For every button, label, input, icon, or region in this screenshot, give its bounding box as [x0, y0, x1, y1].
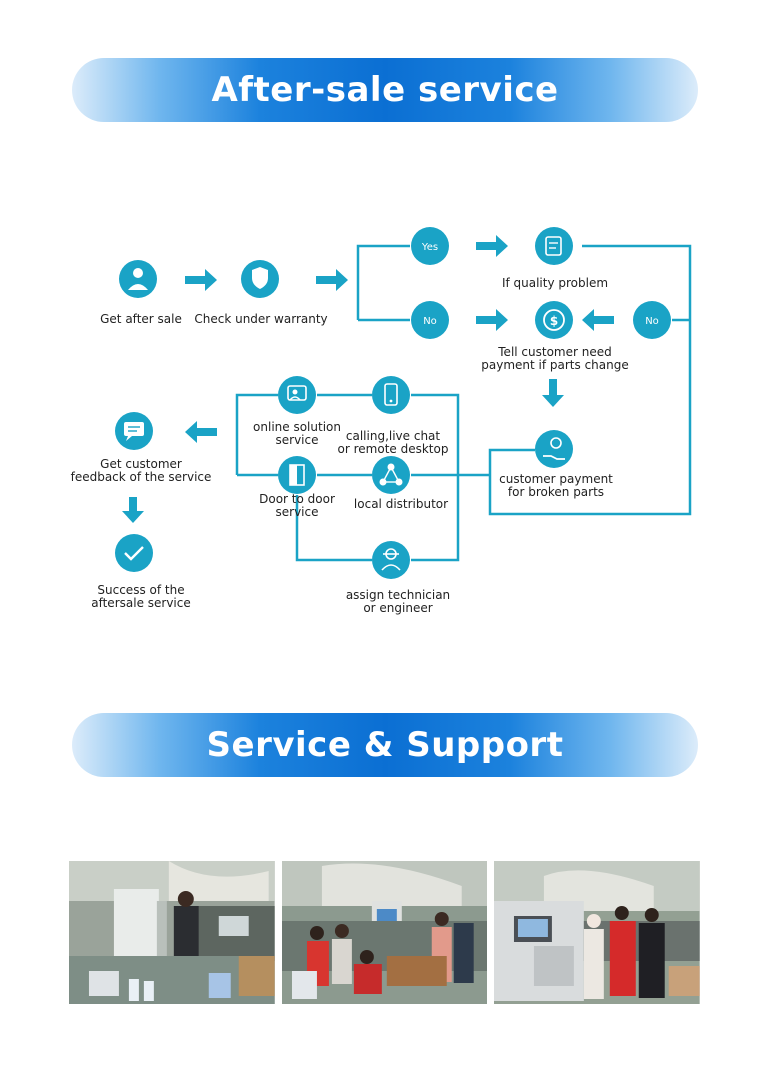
service-photo-3 — [494, 861, 701, 1004]
door-assign-link — [295, 495, 372, 562]
service-photo-strip — [69, 861, 701, 1004]
arrow-down-payment — [542, 379, 564, 407]
no-right-node: No — [633, 301, 671, 339]
arrow-right-2 — [316, 269, 348, 291]
arrow-right-1 — [185, 269, 217, 291]
feedback-icon — [115, 412, 153, 450]
hand-payment-icon — [535, 430, 573, 468]
label-get-after-sale: Get after sale — [100, 312, 182, 326]
no-left-text: No — [423, 316, 437, 327]
service-photo-1 — [69, 861, 275, 1004]
yes-node: Yes — [411, 227, 449, 265]
phone-icon — [372, 376, 410, 414]
icon-nodes: Yes No $ No — [115, 227, 671, 579]
svg-text:$: $ — [550, 314, 558, 328]
service-photo-2 — [281, 861, 488, 1004]
connector-lines — [235, 244, 692, 562]
after-sale-title: After-sale service — [211, 70, 559, 110]
money-icon: $ — [535, 301, 573, 339]
document-icon — [535, 227, 573, 265]
yes-text: Yes — [421, 242, 438, 253]
quality-right-loop — [488, 244, 692, 516]
arrow-right-no — [476, 309, 508, 331]
shield-icon — [241, 260, 279, 298]
service-support-banner: Service & Support — [72, 713, 698, 777]
label-quality-problem: If quality problem — [501, 276, 609, 290]
online-support-icon — [278, 376, 316, 414]
service-support-title: Service & Support — [206, 725, 564, 765]
label-local-distributor: local distributor — [353, 497, 449, 511]
no-right-text: No — [645, 316, 659, 327]
right-vertical-link — [411, 393, 460, 562]
arrow-right-yes — [476, 235, 508, 257]
network-icon — [372, 456, 410, 494]
after-sale-banner: After-sale service — [72, 58, 698, 122]
arrow-left-feedback — [185, 421, 217, 443]
door-icon — [278, 456, 316, 494]
arrow-down-success — [122, 497, 144, 523]
checkmark-icon — [115, 534, 153, 572]
online-left-link — [235, 393, 278, 475]
arrow-left-no-right — [582, 309, 614, 331]
no-left-node: No — [411, 301, 449, 339]
technician-icon — [372, 541, 410, 579]
label-check-warranty: Check under warranty — [194, 312, 328, 326]
user-icon — [119, 260, 157, 298]
branch-line-yes — [356, 244, 410, 320]
flow-arrows — [122, 235, 614, 523]
